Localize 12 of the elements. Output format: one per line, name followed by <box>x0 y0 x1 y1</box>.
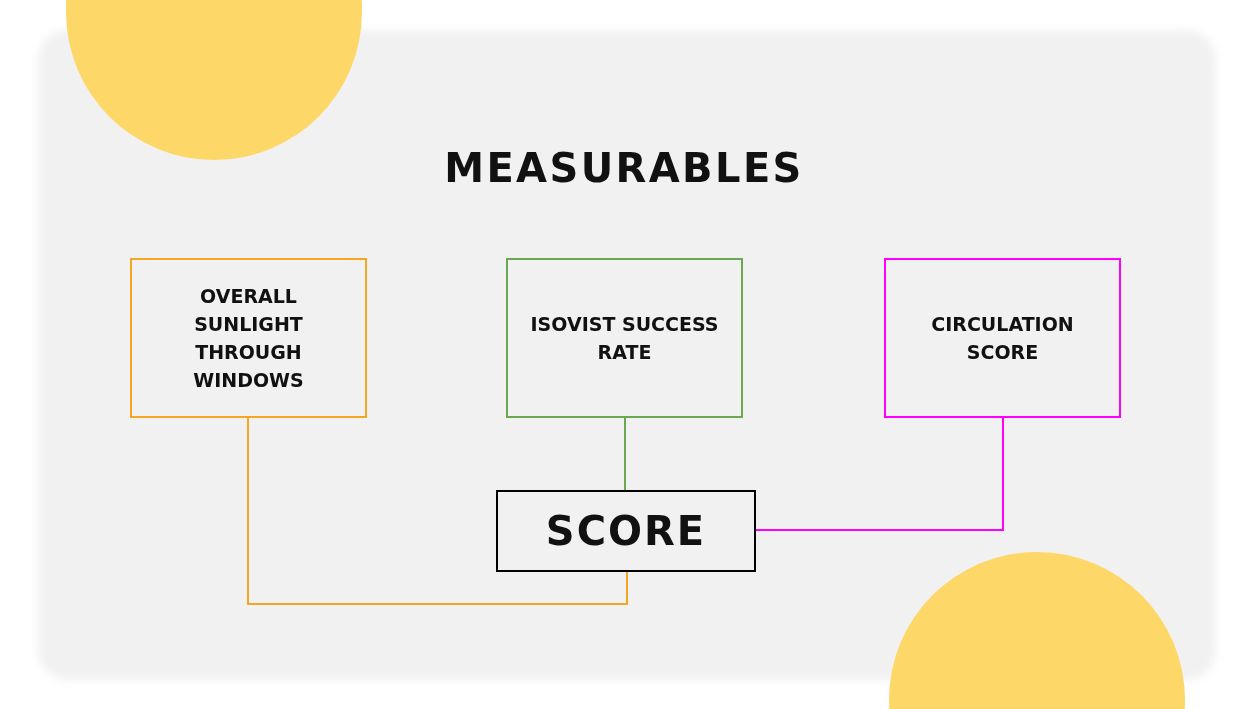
connector-line <box>755 417 1004 531</box>
measure-box <box>884 258 1121 418</box>
connector-line <box>624 417 626 491</box>
box-label: SCORE <box>545 511 707 551</box>
measure-box <box>130 258 367 418</box>
box-label: ISOVIST SUCCESS RATE <box>529 312 720 365</box>
box-label: OVERALL SUNLIGHT THROUGH WINDOWS <box>192 284 305 393</box>
box-label: CIRCULATION SCORE <box>930 312 1075 365</box>
result-box <box>496 490 756 572</box>
measure-box <box>506 258 743 418</box>
connector-line <box>247 417 628 605</box>
title: MEASURABLES <box>443 148 805 188</box>
